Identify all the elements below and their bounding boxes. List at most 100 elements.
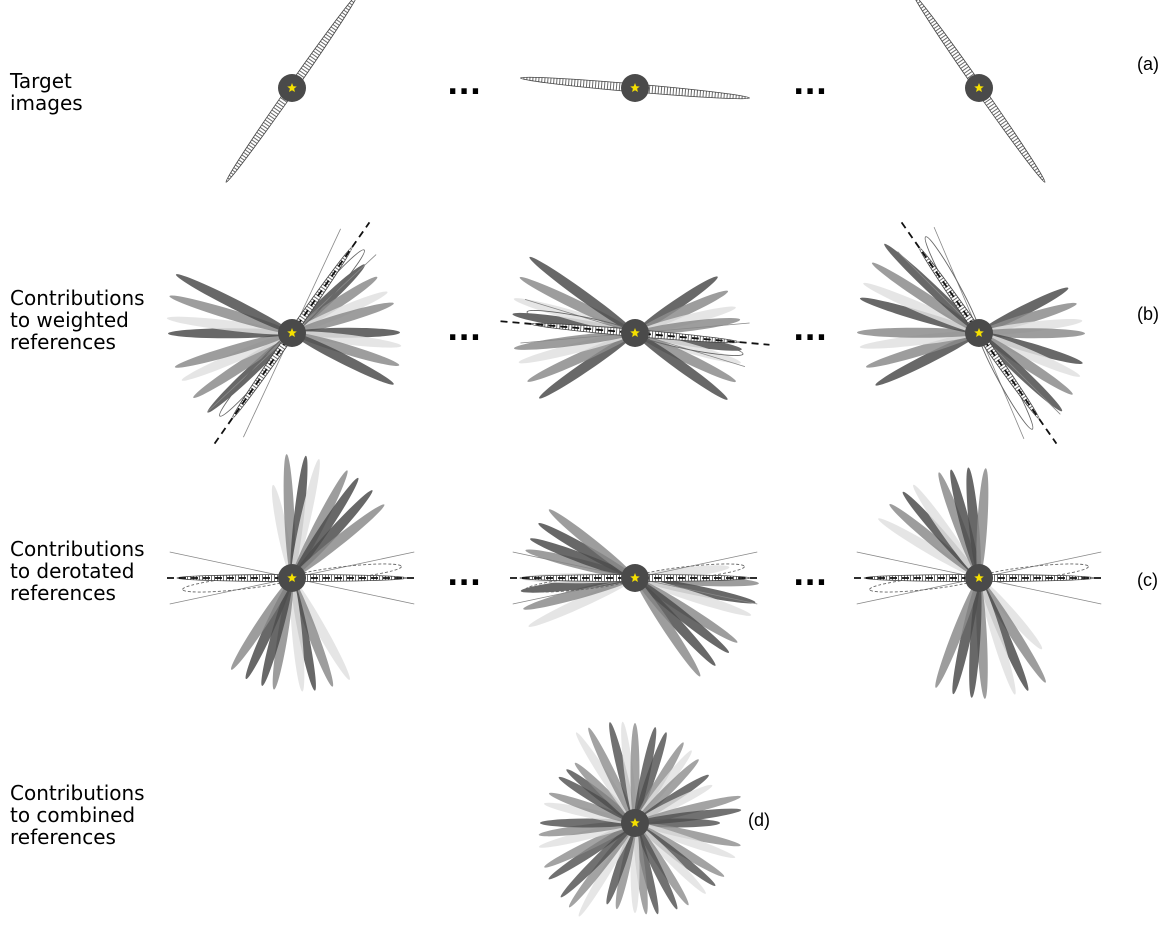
row-label-d-line3: references [10,825,116,849]
weighted-ray-2-7 [634,332,736,383]
derotated-ray-1-8 [291,504,385,579]
row-label-d-line1: Contributions [10,781,145,805]
row-label-c-line1: Contributions [10,537,145,561]
derotated-ray-3-12 [913,484,980,579]
weighted-ray-2-8 [634,332,728,400]
weighted-ray-1-7 [291,332,400,366]
weighted-ray-1-2 [291,276,378,334]
row-label-d-line2: to combined [10,803,135,827]
weighted-ray-3-16 [884,243,980,334]
weighted-ray-1-16 [175,274,293,334]
combined-ray-6 [634,822,706,894]
combined-ray-38 [634,784,713,824]
derotated-star-2-star-icon [630,573,640,583]
weighted-ray-2-16 [529,256,636,334]
derotated-ray-3-6 [969,577,982,698]
weighted-ray-1-14 [166,316,293,335]
combined-ray-13 [606,822,636,905]
weighted-ray-3-12 [857,327,980,338]
derotated-ray-2-8 [634,577,701,677]
weighted-ray-3-10 [865,332,980,368]
panel-letter-d: (d) [748,810,770,830]
derotated-ray-2-6 [634,577,730,653]
derotated-ray-3-9 [878,518,980,579]
derotated-ray-2-4 [634,577,752,616]
row-label-c-line2: to derotated [10,559,134,583]
weighted-ray-3-9 [875,332,980,386]
target-images-row [225,0,1046,183]
weighted-ray-1-12 [174,332,293,368]
derotated-ray-1-9 [291,577,350,680]
combined-ray-8 [634,822,678,910]
combined-ray-23 [548,792,636,824]
row-label-b: Contributions to weighted references [10,286,145,354]
weighted-ray-3-14 [863,282,980,334]
weighted-ray-2-14 [513,298,636,334]
ellipsis-c-2: ... [793,558,827,593]
derotated-ray-2-14 [530,538,636,579]
derotated-ray-2-9 [528,577,636,627]
derotated-ray-2-7 [634,577,716,666]
weighted-ray-3-7 [978,332,1073,395]
weighted-ray-1-8 [291,332,394,385]
derotated-ray-1-16 [231,577,293,670]
target-star-3-star-icon [974,83,984,93]
derotated-ray-3-2 [978,577,1046,683]
ellipsis-c-1: ... [447,558,481,593]
weighted-ray-2-15 [519,277,636,334]
weighted-ray-3-8 [978,332,1063,412]
combined-star-star-icon [630,818,640,828]
row-label-c: Contributions to derotated references [10,537,145,605]
combined-ray-40 [634,808,742,825]
combined-ray-36 [634,759,699,824]
derotated-ray-3-10 [889,504,980,579]
weighted-references-row [166,221,1085,445]
derotated-ray-1-4 [291,459,320,579]
derotated-ray-1-12 [289,577,305,692]
derotated-ray-3-4 [978,577,1016,695]
combined-ray-16 [560,822,636,898]
combined-ray-28 [588,727,636,824]
combined-ray-33 [634,732,667,824]
weighted-ray-2-10 [527,332,636,382]
row-label-c-line3: references [10,581,116,605]
weighted-star-2-star-icon [630,328,640,338]
row-label-b-line3: references [10,330,116,354]
weighted-star-3-star-icon [974,328,984,338]
combined-ray-3 [634,822,736,859]
weighted-ray-2-12 [513,331,636,350]
derotated-ray-3-7 [952,577,980,695]
row-label-a-line2: images [10,91,83,115]
combined-ray-26 [574,762,636,824]
row-label-a-line1: Target [9,69,72,93]
derotated-ray-3-8 [935,577,980,688]
weighted-ray-1-4 [291,302,394,334]
ellipsis-a-1: ... [447,67,481,102]
row-label-d: Contributions to combined references [10,781,145,849]
panel-letter-b: (b) [1137,304,1159,324]
weighted-ray-3-15 [871,262,980,334]
target-star-1-star-icon [287,83,297,93]
derotated-ray-2-16 [548,509,636,579]
panel-letter-a: (a) [1137,54,1159,74]
weighted-ray-2-9 [539,332,636,399]
row-label-a: Target images [9,69,83,115]
ellipsis-a-2: ... [793,67,827,102]
weighted-star-1-star-icon [287,328,297,338]
combined-ray-18 [544,822,636,868]
derotated-ray-1-6 [291,477,359,579]
weighted-ray-3-4 [979,328,1085,339]
derotated-star-1-star-icon [287,573,297,583]
ellipsis-b-2: ... [793,313,827,348]
weighted-ray-1-15 [169,295,293,334]
weighted-ray-1-10 [193,332,293,398]
weighted-ray-3-6 [978,332,1081,377]
row-label-b-line2: to weighted [10,308,129,332]
derotated-references-row [167,454,1104,699]
weighted-ray-2-6 [634,332,741,364]
derotated-ray-3-16 [976,468,989,579]
weighted-ray-1-6 [291,331,402,348]
target-star-2-star-icon [630,83,640,93]
derotated-star-3-star-icon [974,573,984,583]
